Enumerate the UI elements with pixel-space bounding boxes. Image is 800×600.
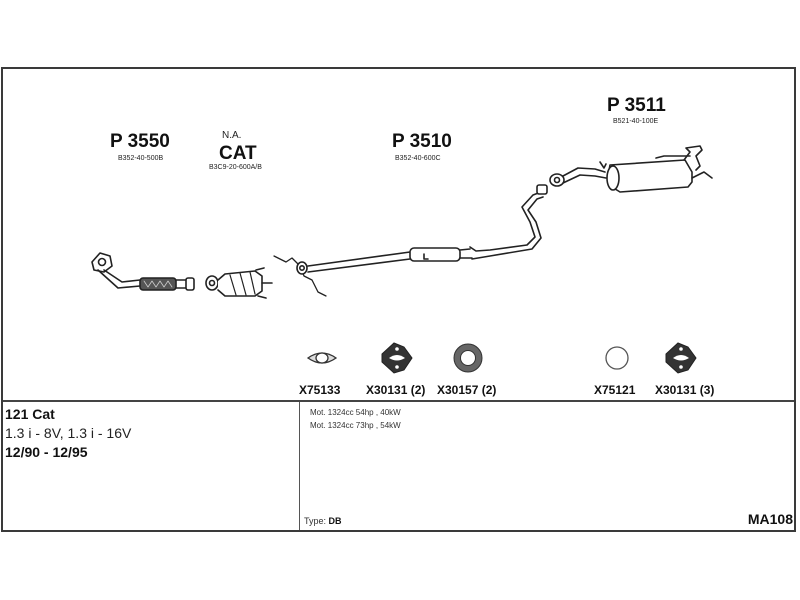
oem-number-p3550: B352-40-500B <box>118 155 164 162</box>
part-number-p3511[interactable]: P 3511 <box>607 95 666 116</box>
horizontal-divider <box>3 400 794 402</box>
sealing-ring-icon <box>453 343 483 373</box>
accessory-label[interactable]: X30131 (3) <box>655 383 715 397</box>
vehicle-years: 12/90 - 12/95 <box>5 444 88 460</box>
o-ring-icon <box>605 346 629 370</box>
middle-pipe-p3510[interactable] <box>273 184 548 297</box>
type-label: Type: <box>304 516 327 526</box>
system-code: MA108 <box>747 511 793 527</box>
rubber-hanger-icon <box>381 342 413 374</box>
engine-spec: Mot. 1324cc 54hp , 40kW <box>310 408 401 417</box>
catalyst-note: N.A. <box>222 130 242 141</box>
vehicle-model: 121 Cat <box>5 406 55 422</box>
part-number-p3510[interactable]: P 3510 <box>392 131 452 152</box>
vertical-divider <box>299 402 300 530</box>
vehicle-engines: 1.3 i - 8V, 1.3 i - 16V <box>5 425 132 441</box>
rear-silencer-p3511[interactable] <box>549 145 713 193</box>
accessory-label[interactable]: X75133 <box>299 383 341 397</box>
oem-number-catalyst: B3C9-20-600A/B <box>209 164 262 171</box>
type-field: Type: DB <box>304 516 342 526</box>
accessory-label[interactable]: X30131 (2) <box>366 383 426 397</box>
oem-number-p3511: B521-40-100E <box>613 118 659 125</box>
accessory-label[interactable]: X75121 <box>594 383 636 397</box>
accessory-label[interactable]: X30157 (2) <box>437 383 497 397</box>
type-value: DB <box>328 516 342 526</box>
catalytic-converter[interactable] <box>205 267 273 299</box>
flange-gasket-icon <box>306 352 338 364</box>
part-number-p3550[interactable]: P 3550 <box>110 131 170 152</box>
front-pipe-p3550[interactable] <box>91 252 195 291</box>
oem-number-p3510: B352-40-600C <box>395 155 441 162</box>
diagram-frame <box>1 67 796 532</box>
rubber-hanger-icon <box>665 342 697 374</box>
catalyst-label[interactable]: CAT <box>219 143 257 164</box>
engine-spec: Mot. 1324cc 73hp , 54kW <box>310 421 401 430</box>
